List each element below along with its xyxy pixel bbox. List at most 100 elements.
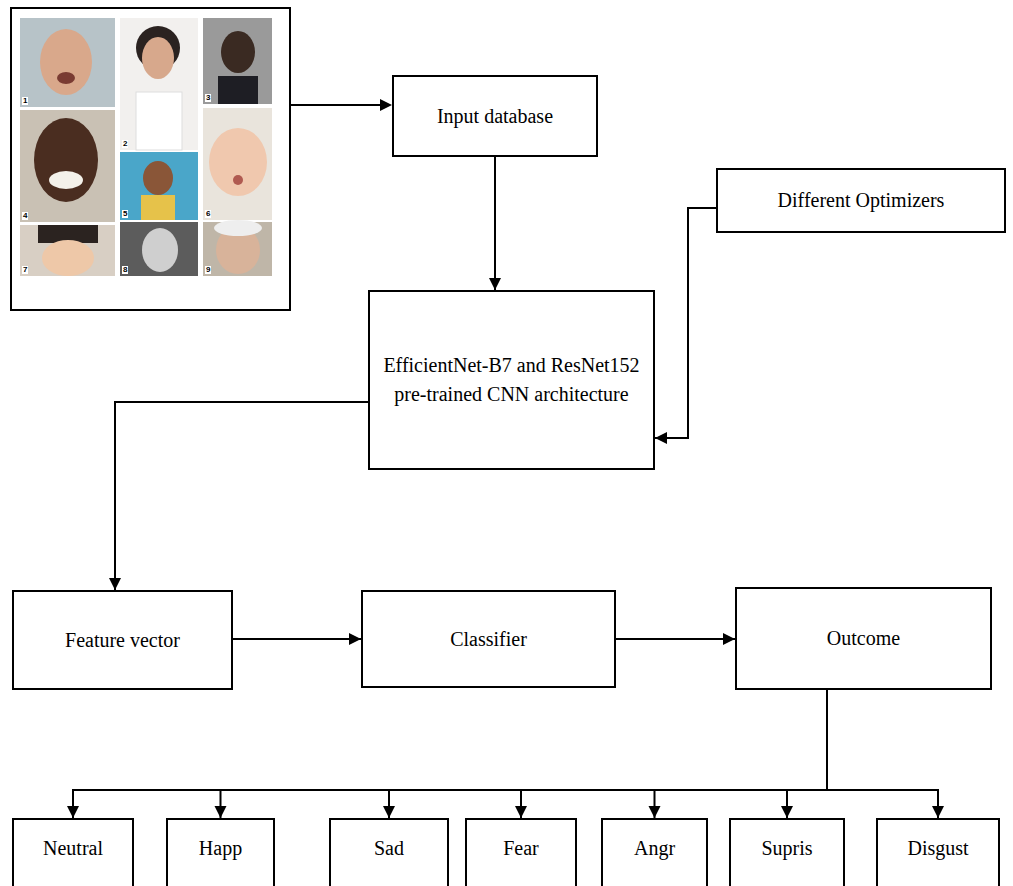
connector-line bbox=[389, 690, 827, 818]
text-stack: EfficientNet-B7 and ResNet152 pre-traine… bbox=[382, 351, 641, 409]
text-stack: Feature vector bbox=[65, 626, 180, 655]
flow-arrow bbox=[67, 690, 827, 818]
text-stack: Happ bbox=[199, 834, 242, 863]
swimsuit bbox=[141, 195, 175, 220]
connector-line bbox=[221, 690, 828, 818]
collage-frame bbox=[11, 8, 290, 310]
text-stack: Neutral bbox=[43, 834, 103, 863]
emotion-box: Angr bbox=[601, 818, 708, 886]
connector-line bbox=[73, 690, 827, 818]
connector-line bbox=[787, 690, 827, 818]
shirt bbox=[136, 92, 182, 150]
emotion-box: Neutral bbox=[12, 818, 134, 886]
arrow-head bbox=[349, 633, 361, 645]
emotion-box: Happ bbox=[166, 818, 275, 886]
node-text: Classifier bbox=[450, 625, 527, 654]
connector-line bbox=[494, 157, 496, 290]
input-box: Input database bbox=[392, 75, 598, 157]
text-stack: Different Optimizers bbox=[778, 186, 945, 215]
photo bbox=[120, 18, 198, 150]
classifier-box: Classifier bbox=[361, 590, 616, 688]
node-text: Supris bbox=[761, 834, 812, 863]
smile bbox=[49, 171, 83, 189]
photo bbox=[203, 108, 272, 220]
callout-number: 5 bbox=[122, 210, 128, 218]
text-stack: Disgust bbox=[907, 834, 968, 863]
cnn-box: EfficientNet-B7 and ResNet152 pre-traine… bbox=[368, 290, 655, 470]
arrow-head bbox=[383, 806, 395, 818]
connector-line bbox=[655, 690, 828, 818]
flow-arrow bbox=[781, 690, 827, 818]
arrow-head bbox=[655, 432, 667, 444]
photo bbox=[20, 110, 115, 222]
feature-box: Feature vector bbox=[12, 590, 233, 690]
arrow-head bbox=[109, 578, 121, 590]
photo bbox=[120, 152, 198, 220]
connector-line bbox=[521, 690, 827, 818]
callout-number: 6 bbox=[205, 210, 211, 218]
photo bbox=[20, 225, 115, 276]
text-stack: Classifier bbox=[450, 625, 527, 654]
flow-arrow bbox=[215, 690, 828, 818]
text-stack: Sad bbox=[374, 834, 404, 863]
node-text: Fear bbox=[503, 834, 539, 863]
flow-arrow bbox=[655, 208, 716, 444]
face bbox=[42, 240, 94, 276]
text-stack: Fear bbox=[503, 834, 539, 863]
text-stack: Supris bbox=[761, 834, 812, 863]
face bbox=[40, 29, 92, 95]
arrow-head bbox=[649, 806, 661, 818]
emotion-box: Supris bbox=[729, 818, 845, 886]
callout-number: 1 bbox=[22, 97, 28, 105]
connector-line bbox=[616, 638, 735, 640]
arrow-head bbox=[67, 806, 79, 818]
flow-arrow bbox=[616, 633, 735, 645]
node-text: EfficientNet-B7 and ResNet152 pre-traine… bbox=[382, 351, 641, 409]
node-text: Happ bbox=[199, 834, 242, 863]
node-text: Neutral bbox=[43, 834, 103, 863]
arrow-head bbox=[515, 806, 527, 818]
node-text: Different Optimizers bbox=[778, 186, 945, 215]
mouth bbox=[233, 175, 243, 185]
node-text: Feature vector bbox=[65, 626, 180, 655]
optimizer-box: Different Optimizers bbox=[716, 168, 1006, 233]
callout-number: 7 bbox=[22, 266, 28, 274]
text-stack: Input database bbox=[437, 102, 553, 131]
callout-number: 4 bbox=[22, 212, 28, 220]
flow-arrow bbox=[515, 690, 827, 818]
node-text: Angr bbox=[634, 834, 675, 863]
photo bbox=[120, 222, 198, 276]
text-stack: Outcome bbox=[827, 624, 900, 653]
callout-number: 3 bbox=[205, 94, 211, 102]
connector-line bbox=[115, 402, 368, 590]
face bbox=[209, 128, 267, 196]
node-text: Outcome bbox=[827, 624, 900, 653]
callout-number: 2 bbox=[122, 140, 128, 148]
hair bbox=[214, 220, 262, 236]
connector-line bbox=[827, 690, 938, 818]
flow-arrow bbox=[233, 633, 361, 645]
face bbox=[142, 37, 174, 79]
face bbox=[143, 161, 173, 195]
node-text: Disgust bbox=[907, 834, 968, 863]
face bbox=[34, 118, 98, 202]
arrow-head bbox=[215, 806, 227, 818]
arrow-head bbox=[932, 806, 944, 818]
collage-arrow bbox=[290, 104, 382, 106]
connector-line bbox=[233, 638, 361, 640]
arrow-head bbox=[781, 806, 793, 818]
callout-number: 9 bbox=[205, 266, 211, 274]
node-text: Input database bbox=[437, 102, 553, 131]
arrow-head bbox=[723, 633, 735, 645]
connector-line bbox=[655, 208, 716, 438]
text-stack: Angr bbox=[634, 834, 675, 863]
flow-arrow bbox=[649, 690, 828, 818]
callout-number: 8 bbox=[122, 266, 128, 274]
face bbox=[221, 31, 255, 73]
photo bbox=[203, 18, 272, 104]
mouth bbox=[57, 72, 75, 84]
emotion-box: Fear bbox=[465, 818, 577, 886]
node-text: Sad bbox=[374, 834, 404, 863]
arrow-head bbox=[489, 278, 501, 290]
